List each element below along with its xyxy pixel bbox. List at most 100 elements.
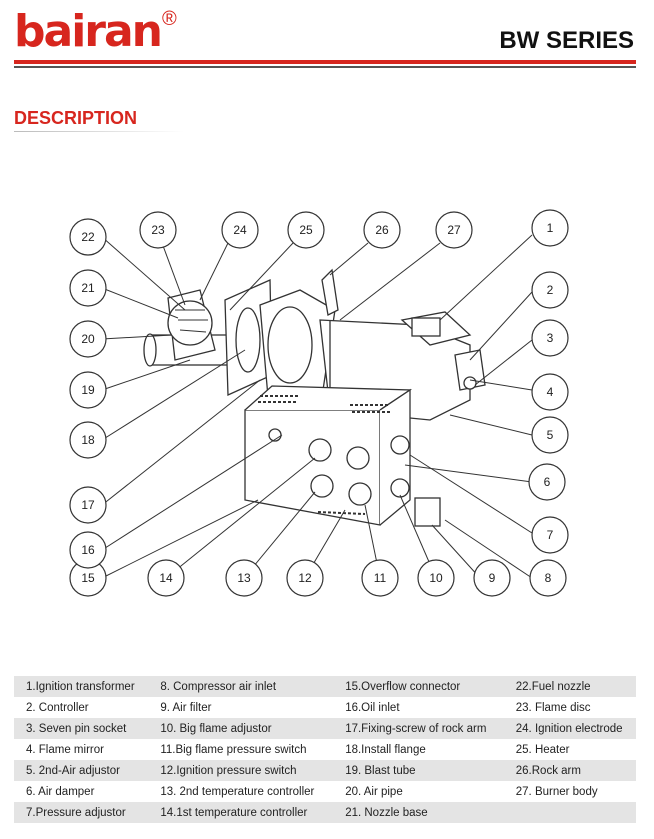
svg-text:17: 17 xyxy=(81,498,95,512)
legend-item: 1.Ignition transformer xyxy=(14,676,149,697)
legend-item: 22.Fuel nozzle xyxy=(503,676,636,697)
callout-22: 22 xyxy=(69,218,107,256)
svg-text:13: 13 xyxy=(237,571,251,585)
callout-25: 25 xyxy=(287,211,325,249)
legend-item: 4. Flame mirror xyxy=(26,743,104,756)
callout-19: 19 xyxy=(69,371,107,409)
leader-lines xyxy=(101,234,533,579)
brand-logo: bairan xyxy=(14,6,163,57)
callout-2: 2 xyxy=(531,271,569,309)
legend-row: 7.Pressure adjustor 14.1st temperature c… xyxy=(14,802,636,823)
callout-21: 21 xyxy=(69,269,107,307)
legend-item: 15.Overflow connector xyxy=(333,676,504,697)
callout-3: 3 xyxy=(531,319,569,357)
svg-text:26: 26 xyxy=(375,223,389,237)
callout-13: 13 xyxy=(225,559,263,597)
header-divider-gray xyxy=(14,66,636,68)
svg-text:3: 3 xyxy=(547,331,554,345)
burner-exploded-diagram: 1 2 3 4 5 6 7 8 9 10 11 12 13 14 15 16 1… xyxy=(69,209,569,597)
header-divider-red xyxy=(14,60,636,64)
legend-item: 8. Compressor air inlet xyxy=(148,676,334,697)
svg-text:25: 25 xyxy=(299,223,313,237)
svg-text:9: 9 xyxy=(489,571,496,585)
svg-text:22: 22 xyxy=(81,230,95,244)
legend-item: 24. Ignition electrode xyxy=(503,718,636,739)
legend-item: 14.1st temperature controller xyxy=(148,802,334,823)
callout-23: 23 xyxy=(139,211,177,249)
callout-11: 11 xyxy=(361,559,399,597)
legend-item: 18.Install flange xyxy=(345,743,426,756)
legend-item: 20. Air pipe xyxy=(345,785,403,798)
callout-6: 6 xyxy=(528,463,566,501)
callout-12: 12 xyxy=(286,559,324,597)
callout-15: 15 xyxy=(69,559,107,597)
callout-24: 24 xyxy=(221,211,259,249)
legend-item: 17.Fixing-screw of rock arm xyxy=(333,718,504,739)
section-underline xyxy=(14,131,184,132)
callout-10: 10 xyxy=(417,559,455,597)
legend-item: 3. Seven pin socket xyxy=(14,718,149,739)
callout-1: 1 xyxy=(531,209,569,247)
legend-item: 11.Big flame pressure switch xyxy=(160,743,307,756)
svg-text:24: 24 xyxy=(233,223,247,237)
legend-item: 19. Blast tube xyxy=(333,760,504,781)
legend-item: 2. Controller xyxy=(26,701,89,714)
callout-14: 14 xyxy=(147,559,185,597)
legend-item: 6. Air damper xyxy=(26,785,95,798)
svg-text:20: 20 xyxy=(81,332,95,346)
svg-text:12: 12 xyxy=(298,571,312,585)
registered-mark: ® xyxy=(162,8,177,30)
svg-text:6: 6 xyxy=(544,475,551,489)
legend-row: 5. 2nd-Air adjustor 12.Ignition pressure… xyxy=(14,760,636,781)
svg-text:10: 10 xyxy=(429,571,443,585)
legend-item: 5. 2nd-Air adjustor xyxy=(14,760,149,781)
callout-8: 8 xyxy=(529,559,567,597)
legend-item: 10. Big flame adjustor xyxy=(148,718,334,739)
legend-item: 26.Rock arm xyxy=(503,760,636,781)
legend-item: 21. Nozzle base xyxy=(333,802,504,823)
svg-text:27: 27 xyxy=(447,223,461,237)
burner-drawing xyxy=(143,268,486,527)
svg-text:2: 2 xyxy=(547,283,554,297)
callout-5: 5 xyxy=(531,416,569,454)
svg-text:21: 21 xyxy=(81,281,95,295)
legend-item: 9. Air filter xyxy=(160,701,212,714)
legend-item: 25. Heater xyxy=(515,743,570,756)
legend-row: 4. Flame mirror 11.Big flame pressure sw… xyxy=(14,739,636,760)
callout-7: 7 xyxy=(531,516,569,554)
legend-item: 12.Ignition pressure switch xyxy=(148,760,334,781)
svg-text:19: 19 xyxy=(81,383,95,397)
callout-20: 20 xyxy=(69,320,107,358)
callout-18: 18 xyxy=(69,421,107,459)
svg-text:16: 16 xyxy=(81,543,95,557)
callout-16: 16 xyxy=(69,531,107,569)
legend-row: 2. Controller 9. Air filter 16.Oil inlet… xyxy=(14,697,636,718)
legend-row: 6. Air damper 13. 2nd temperature contro… xyxy=(14,781,636,802)
section-title: DESCRIPTION xyxy=(14,108,138,128)
callout-17: 17 xyxy=(69,486,107,524)
legend-item: 27. Burner body xyxy=(515,785,598,798)
svg-text:23: 23 xyxy=(151,223,165,237)
svg-text:4: 4 xyxy=(547,385,554,399)
callout-27: 27 xyxy=(435,211,473,249)
svg-text:5: 5 xyxy=(547,428,554,442)
series-title: BW SERIES xyxy=(499,27,634,54)
legend-item: 23. Flame disc xyxy=(515,701,591,714)
legend-item: 13. 2nd temperature controller xyxy=(160,785,315,798)
svg-text:8: 8 xyxy=(545,571,552,585)
svg-text:7: 7 xyxy=(547,528,554,542)
legend-item xyxy=(503,802,636,823)
legend-row: 1.Ignition transformer 8. Compressor air… xyxy=(14,676,636,697)
svg-text:1: 1 xyxy=(547,221,554,235)
legend-item: 7.Pressure adjustor xyxy=(14,802,149,823)
callout-9: 9 xyxy=(473,559,511,597)
callout-4: 4 xyxy=(531,373,569,411)
svg-text:15: 15 xyxy=(81,571,95,585)
svg-text:11: 11 xyxy=(374,571,387,585)
parts-legend-table: 1.Ignition transformer 8. Compressor air… xyxy=(14,676,636,823)
svg-text:14: 14 xyxy=(159,571,173,585)
callout-26: 26 xyxy=(363,211,401,249)
legend-item: 16.Oil inlet xyxy=(345,701,400,714)
svg-text:18: 18 xyxy=(81,433,95,447)
legend-row: 3. Seven pin socket 10. Big flame adjust… xyxy=(14,718,636,739)
